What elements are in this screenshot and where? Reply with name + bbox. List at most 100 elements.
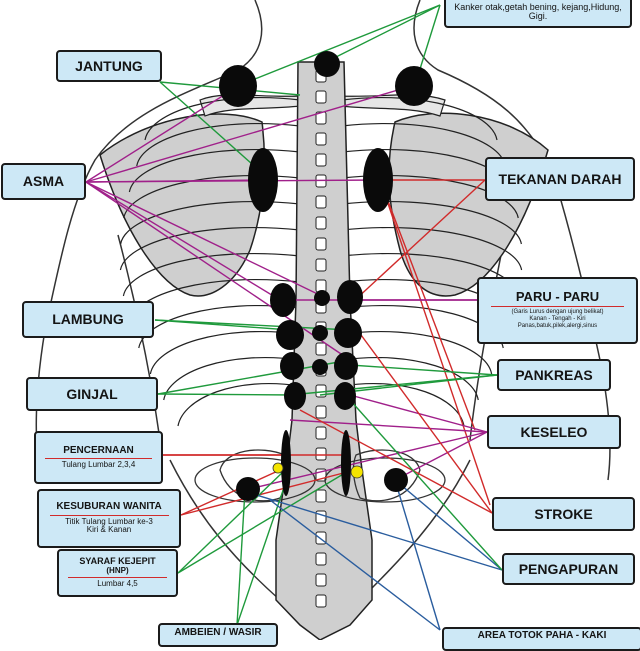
label-stroke: STROKE — [492, 497, 635, 531]
connector-purple — [85, 179, 381, 183]
rib-right — [341, 122, 506, 167]
connector-purple — [85, 84, 241, 183]
kesuburan-sub-1: Titik Tulang Lumbar ke-3 — [65, 516, 153, 526]
connector-green — [289, 374, 498, 396]
label-syaraf-kejepit: SYARAF KEJEPIT (HNP) Lumbar 4,5 — [57, 549, 178, 597]
acupoint — [334, 382, 356, 410]
acupoint — [341, 430, 351, 496]
connector-green — [236, 489, 246, 626]
rib-left — [149, 330, 301, 375]
connector-green — [236, 469, 291, 626]
vertebra — [315, 552, 327, 566]
acupoint — [312, 325, 328, 341]
vertebra — [315, 216, 327, 230]
label-paru-paru: PARU - PARU (Garis Lurus dengan ujung be… — [477, 277, 638, 344]
ambeien-text: AMBEIEN / WASIR — [174, 627, 262, 638]
label-ginjal: GINJAL — [26, 377, 158, 411]
vertebra — [315, 153, 327, 167]
connector-green — [177, 469, 286, 574]
label-lambung: LAMBUNG — [22, 301, 154, 338]
connector-green — [349, 399, 503, 571]
rib-right — [341, 330, 493, 375]
acupoint — [334, 352, 358, 380]
label-top-right: Kanker otak,getah bening, kejang,Hidung,… — [444, 0, 632, 28]
connector-green — [349, 364, 498, 376]
label-ambeien-wasir: AMBEIEN / WASIR — [158, 623, 278, 647]
connector-blue — [394, 479, 503, 571]
syaraf-sub: Lumbar 4,5 — [97, 579, 138, 589]
vertebra — [315, 405, 327, 419]
label-area-totok: AREA TOTOK PAHA - KAKI — [442, 627, 640, 651]
acupoint — [284, 382, 306, 410]
acupoint — [219, 65, 257, 107]
label-pankreas: PANKREAS — [497, 359, 611, 391]
kesuburan-divider — [49, 514, 169, 516]
kesuburan-title: KESUBURAN WANITA — [56, 501, 162, 513]
label-pencernaan: PENCERNAAN Tulang Lumbar 2,3,4 — [34, 431, 163, 484]
vertebra — [315, 90, 327, 104]
vertebra — [315, 489, 327, 503]
rib-left — [136, 122, 301, 167]
acupoint — [270, 283, 296, 317]
connector-red — [379, 179, 476, 431]
jantung-text: JANTUNG — [75, 57, 143, 74]
connector-blue — [269, 499, 441, 631]
syaraf-divider — [67, 577, 168, 579]
label-keseleo: KESELEO — [487, 415, 621, 449]
vertebra — [315, 342, 327, 356]
acupoint — [281, 430, 291, 496]
rib-left — [177, 382, 301, 427]
paru-title: PARU - PARU — [515, 289, 600, 305]
rib-left — [144, 96, 301, 141]
vertebra — [315, 237, 327, 251]
connector-green — [154, 319, 291, 331]
area-totok-text: AREA TOTOK PAHA - KAKI — [477, 630, 607, 641]
label-asma: ASMA — [1, 163, 86, 200]
connector-red — [349, 319, 493, 514]
stroke-text: STROKE — [534, 505, 593, 522]
vertebra — [315, 258, 327, 272]
connector-blue — [394, 479, 441, 631]
vertebra — [315, 426, 327, 440]
spine — [275, 61, 373, 640]
acupoint — [334, 318, 362, 348]
connector-purple — [85, 181, 331, 301]
acupoint — [384, 468, 408, 492]
yellow-acupoint — [350, 465, 364, 479]
acupoint — [337, 280, 363, 314]
connector-red — [379, 179, 491, 506]
kesuburan-sub-2: Kiri & Kanan — [86, 525, 132, 535]
rib-left — [122, 253, 301, 297]
connector-green — [329, 4, 441, 61]
vertebra — [315, 447, 327, 461]
tekanan-darah-text: TEKANAN DARAH — [498, 170, 622, 187]
syaraf-title-2: (HNP) — [106, 565, 129, 575]
connector-purple — [394, 431, 488, 481]
paru-sub-2: Kanan - Tengah - Kiri — [529, 316, 586, 323]
vertebra — [315, 132, 327, 146]
top-right-text: Kanker otak,getah bening, kejang,Hidung,… — [454, 1, 622, 21]
rib-right — [341, 356, 479, 401]
syaraf-title-1: SYARAF KEJEPIT — [79, 556, 156, 567]
label-kesuburan-wanita: KESUBURAN WANITA Titik Tulang Lumbar ke-… — [37, 489, 181, 548]
label-tekanan-darah: TEKANAN DARAH — [485, 157, 635, 201]
acupoint — [280, 352, 304, 380]
vertebra — [315, 195, 327, 209]
connector-purple — [85, 181, 281, 301]
connector-red — [299, 409, 493, 514]
acupoint — [236, 477, 260, 501]
keseleo-text: KESELEO — [520, 423, 588, 440]
acupoint — [276, 320, 304, 350]
connector-red — [354, 179, 486, 301]
vertebra — [315, 510, 327, 524]
paru-sub-1: (Garis Lurus dengan ujung belikat) — [511, 309, 604, 316]
rib-left — [163, 356, 301, 401]
connector-red — [180, 469, 356, 516]
paru-divider — [490, 306, 625, 308]
acupoint — [395, 66, 433, 106]
paru-sub-3: Panas,batuk,pilek,alergi,sinus — [517, 323, 598, 330]
label-jantung: JANTUNG — [56, 50, 162, 82]
acupoint — [363, 148, 393, 212]
pengapuran-text: PENGAPURAN — [518, 560, 619, 577]
